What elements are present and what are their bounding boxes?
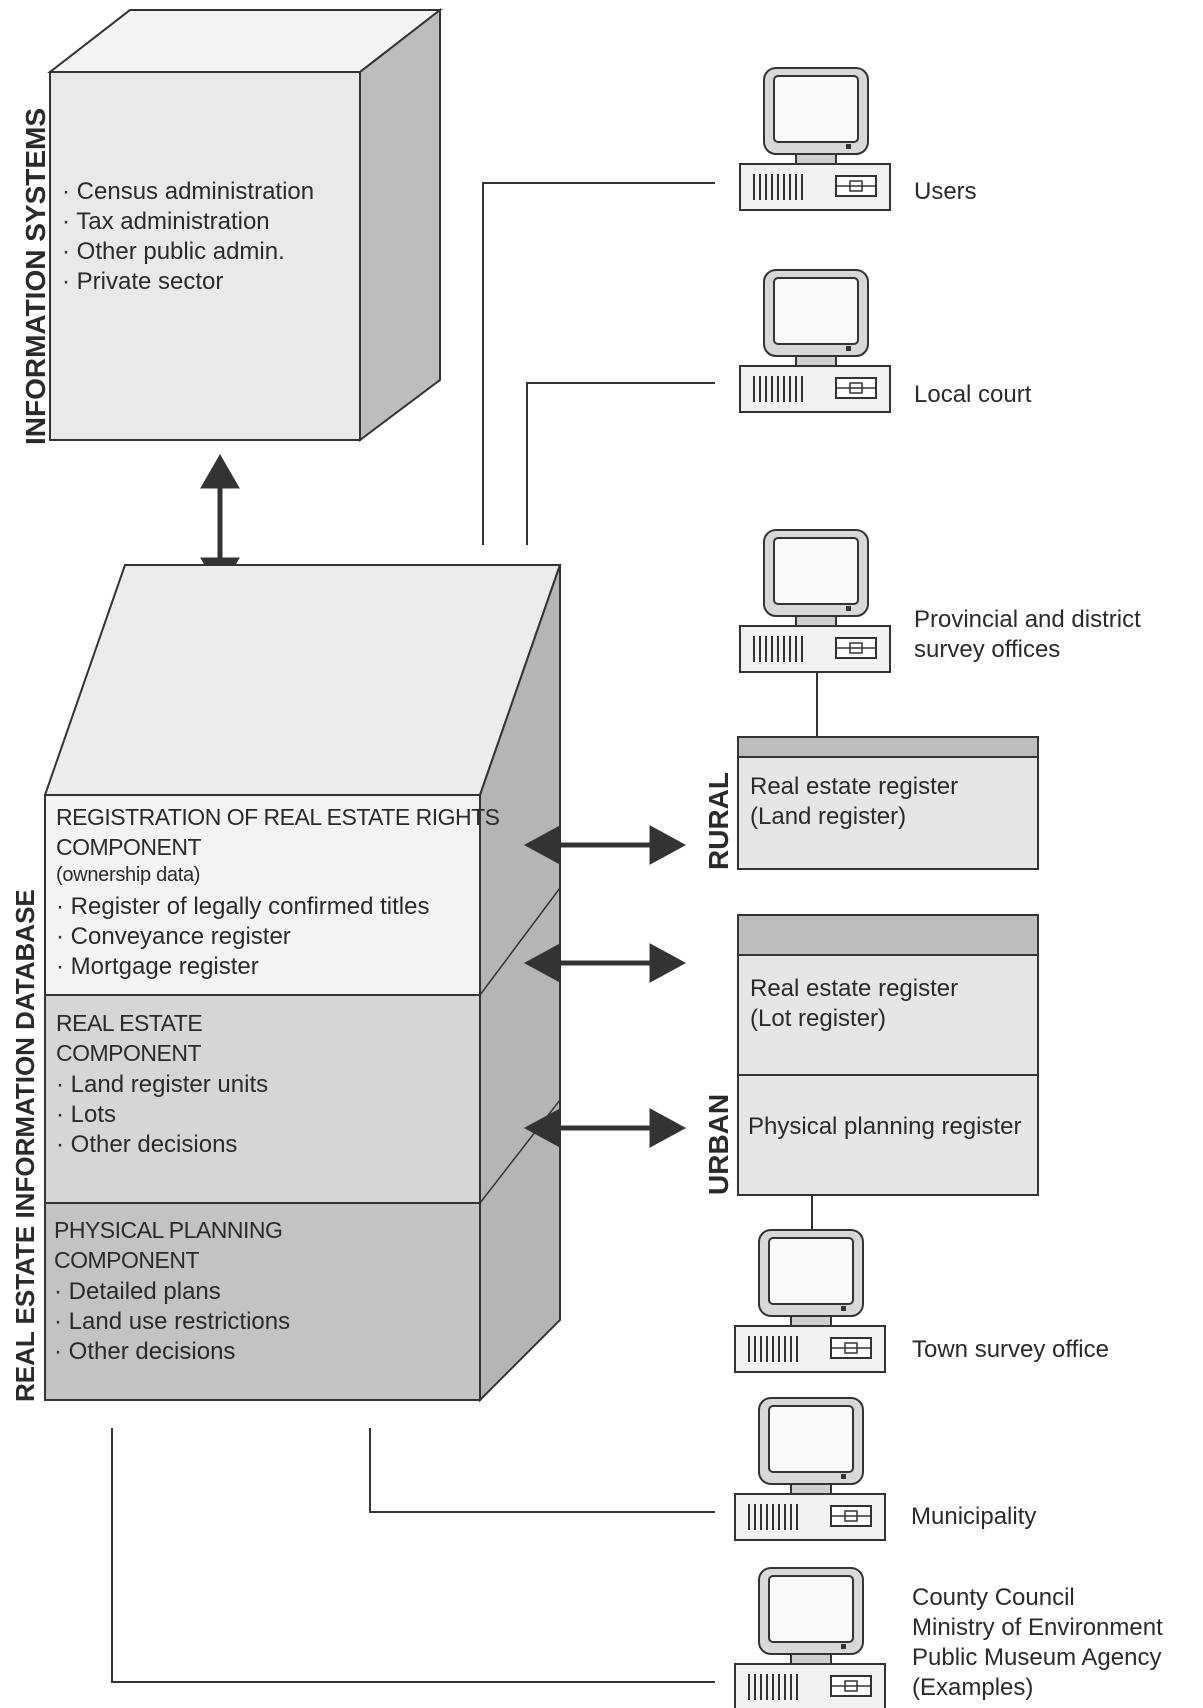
urban-register-line: (Lot register) bbox=[750, 1005, 887, 1032]
real-estate-item: Land register units bbox=[56, 1070, 268, 1100]
examples-line: Ministry of Environment bbox=[912, 1614, 1163, 1641]
computer-icon-municipality bbox=[734, 1397, 886, 1541]
rural-register-box bbox=[737, 736, 1039, 870]
rights-item: Mortgage register bbox=[56, 952, 499, 982]
users-connector bbox=[482, 182, 715, 545]
rights-subheading: (ownership data) bbox=[56, 864, 201, 886]
info-item: Tax administration bbox=[62, 207, 314, 237]
real-estate-component: REAL ESTATE COMPONENT Land register unit… bbox=[56, 1008, 268, 1160]
urban-register-line: Real estate register bbox=[750, 975, 959, 1002]
rural-label: RURAL bbox=[703, 772, 734, 870]
information-systems-title: INFORMATION SYSTEMS bbox=[20, 107, 51, 445]
rights-heading-2: COMPONENT bbox=[56, 834, 202, 860]
planning-item: Other decisions bbox=[54, 1337, 290, 1367]
info-item: Private sector bbox=[62, 267, 314, 297]
real-estate-item: Other decisions bbox=[56, 1130, 268, 1160]
computer-icon-examples bbox=[734, 1567, 886, 1708]
info-item: Census administration bbox=[62, 177, 314, 207]
computer-icon-users bbox=[739, 67, 891, 211]
planning-item: Land use restrictions bbox=[54, 1307, 290, 1337]
planning-component: PHYSICAL PLANNING COMPONENT Detailed pla… bbox=[54, 1215, 290, 1367]
computer-icon-local-court bbox=[739, 269, 891, 413]
rural-register-text: Real estate register (Land register) bbox=[750, 772, 958, 832]
planning-heading-2: COMPONENT bbox=[54, 1247, 200, 1273]
urban-planning-register: Physical planning register bbox=[748, 1113, 1022, 1140]
local-court-connector bbox=[526, 382, 715, 545]
info-item: Other public admin. bbox=[62, 237, 314, 267]
connector-lines bbox=[111, 182, 818, 1683]
urban-register-text: Real estate register (Lot register) bbox=[750, 974, 958, 1034]
survey-offices-label: Provincial and district survey offices bbox=[914, 605, 1141, 665]
information-systems-list: Census administration Tax administration… bbox=[62, 177, 314, 297]
municipality-connector bbox=[369, 1428, 715, 1513]
rights-urban-arrow bbox=[523, 943, 687, 983]
examples-line: Public Museum Agency bbox=[912, 1644, 1162, 1671]
realestate-urban-arrow bbox=[523, 1108, 687, 1148]
examples-line: (Examples) bbox=[912, 1674, 1034, 1701]
users-label: Users bbox=[914, 178, 977, 205]
town-survey-label: Town survey office bbox=[912, 1336, 1109, 1363]
rights-item: Register of legally confirmed titles bbox=[56, 892, 499, 922]
examples-connector bbox=[111, 1428, 715, 1683]
rights-item: Conveyance register bbox=[56, 922, 499, 952]
survey-offices-line: survey offices bbox=[914, 636, 1061, 663]
urban-register-box bbox=[737, 914, 1039, 1196]
survey-offices-line: Provincial and district bbox=[914, 606, 1141, 633]
real-estate-item: Lots bbox=[56, 1100, 268, 1130]
rural-register-line: Real estate register bbox=[750, 773, 959, 800]
real-estate-db-title: REAL ESTATE INFORMATION DATABASE bbox=[10, 889, 40, 1402]
rights-component: REGISTRATION OF REAL ESTATE RIGHTS COMPO… bbox=[56, 802, 500, 982]
examples-label: County Council Ministry of Environment P… bbox=[912, 1583, 1163, 1703]
real-estate-heading-2: COMPONENT bbox=[56, 1040, 202, 1066]
rural-register-line: (Land register) bbox=[750, 803, 907, 830]
local-court-label: Local court bbox=[914, 381, 1032, 408]
rights-rural-arrow bbox=[523, 825, 687, 865]
computer-terminals bbox=[734, 67, 891, 1708]
planning-item: Detailed plans bbox=[54, 1277, 290, 1307]
municipality-label: Municipality bbox=[911, 1503, 1037, 1530]
urban-label: URBAN bbox=[703, 1093, 734, 1195]
computer-icon-survey-offices bbox=[739, 529, 891, 673]
examples-line: County Council bbox=[912, 1584, 1075, 1611]
real-estate-heading: REAL ESTATE bbox=[56, 1010, 203, 1036]
computer-icon-town-survey bbox=[734, 1229, 886, 1373]
rights-heading: REGISTRATION OF REAL ESTATE RIGHTS bbox=[56, 804, 500, 830]
planning-heading: PHYSICAL PLANNING bbox=[54, 1217, 283, 1243]
